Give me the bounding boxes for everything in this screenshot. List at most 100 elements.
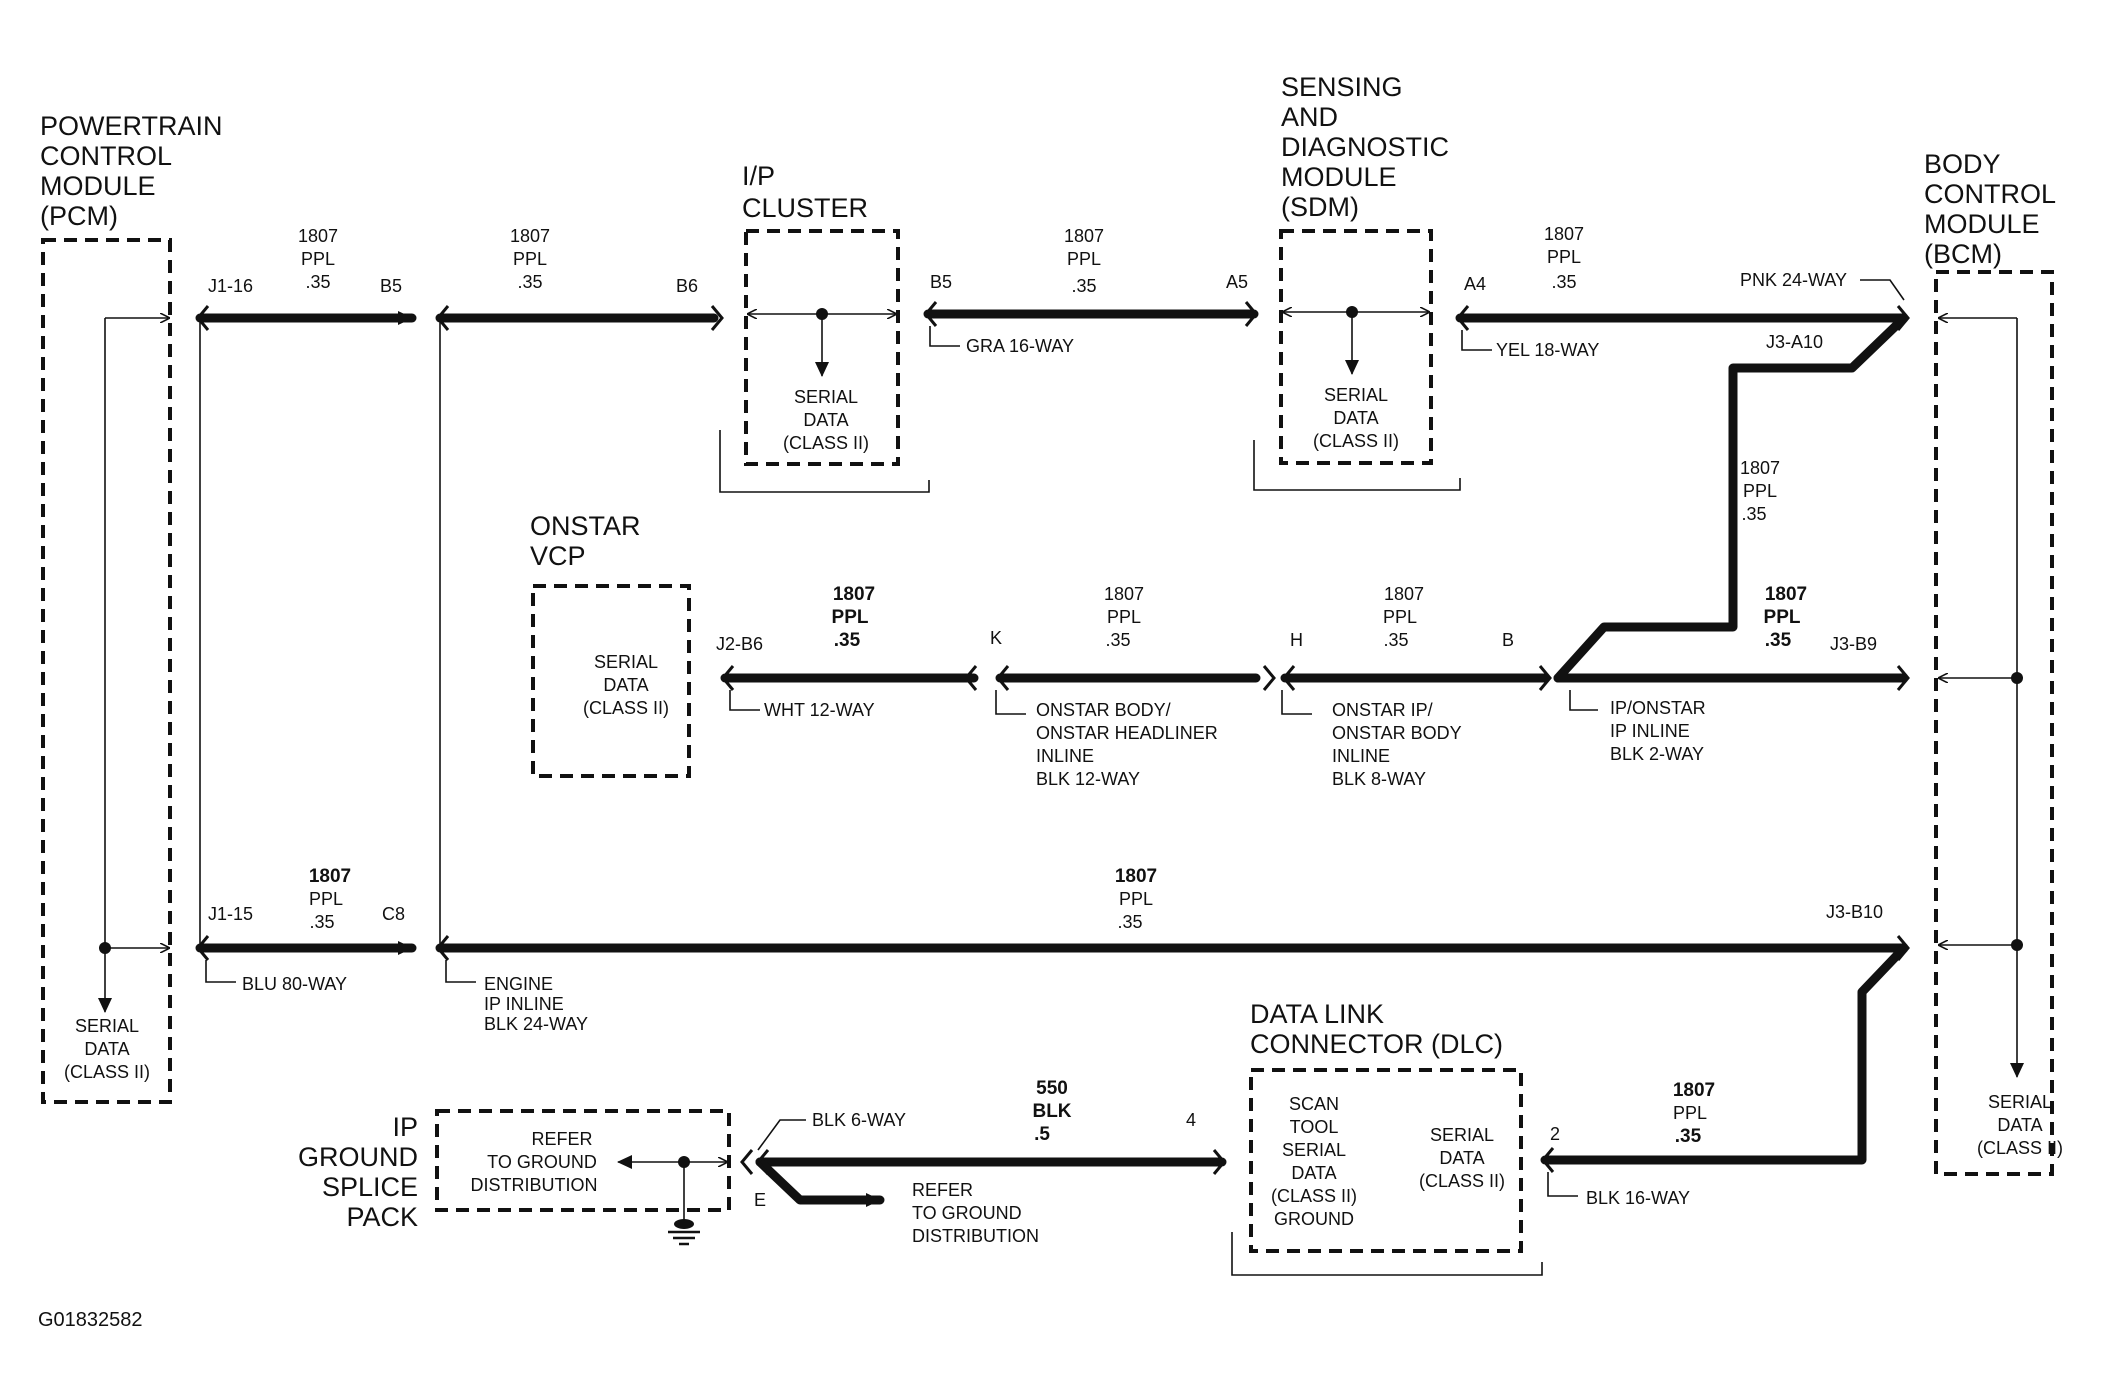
wire-bcm-to-dlc bbox=[1540, 943, 1909, 1165]
svg-text:PPL: PPL bbox=[1067, 249, 1101, 269]
svg-text:.35: .35 bbox=[834, 630, 861, 651]
sdm-box bbox=[1279, 229, 1433, 465]
svg-text:BLK 12-WAY: BLK 12-WAY bbox=[1036, 769, 1140, 789]
svg-text:PPL: PPL bbox=[301, 249, 335, 269]
svg-text:1807: 1807 bbox=[1115, 866, 1157, 887]
svg-text:INLINE: INLINE bbox=[1036, 746, 1094, 766]
svg-text:PPL: PPL bbox=[513, 249, 547, 269]
svg-text:.35: .35 bbox=[305, 272, 330, 292]
svg-text:ONSTAR BODY: ONSTAR BODY bbox=[1332, 723, 1462, 743]
svg-text:SERIAL: SERIAL bbox=[1988, 1092, 2052, 1112]
bcm-title: BODY CONTROL MODULE (BCM) bbox=[1924, 149, 2056, 269]
svg-text:1807: 1807 bbox=[298, 226, 338, 246]
svg-text:SERIAL: SERIAL bbox=[1282, 1140, 1346, 1160]
svg-text:1807: 1807 bbox=[1384, 584, 1424, 604]
svg-text:CONTROL: CONTROL bbox=[40, 141, 172, 171]
pcm-serial-data-label: SERIAL DATA (CLASS II) bbox=[64, 1016, 150, 1082]
wire-label-main-bottom: 1807 PPL .35 bbox=[1115, 866, 1157, 932]
wire-label-pcm-top: 1807 PPL .35 bbox=[298, 226, 338, 292]
svg-text:BLK 16-WAY: BLK 16-WAY bbox=[1586, 1188, 1690, 1208]
svg-text:BLK: BLK bbox=[1032, 1101, 1071, 1122]
svg-text:PPL: PPL bbox=[1764, 607, 1801, 628]
svg-text:J2-B6: J2-B6 bbox=[716, 634, 763, 654]
svg-text:.35: .35 bbox=[1105, 630, 1130, 650]
svg-text:IP/ONSTAR: IP/ONSTAR bbox=[1610, 698, 1706, 718]
svg-text:DATA: DATA bbox=[1997, 1115, 2042, 1135]
wire-label-pcm-bottom: 1807 PPL .35 bbox=[309, 866, 351, 932]
svg-text:CONTROL: CONTROL bbox=[1924, 179, 2056, 209]
svg-text:PPL: PPL bbox=[1673, 1103, 1707, 1123]
svg-text:BLU 80-WAY: BLU 80-WAY bbox=[242, 974, 347, 994]
svg-text:CONNECTOR (DLC): CONNECTOR (DLC) bbox=[1250, 1029, 1503, 1059]
housing-brackets bbox=[199, 320, 1543, 1276]
svg-text:ONSTAR IP/: ONSTAR IP/ bbox=[1332, 700, 1433, 720]
wire-label-onstar-k: 1807 PPL .35 bbox=[1104, 584, 1144, 650]
svg-text:.35: .35 bbox=[1765, 630, 1792, 651]
svg-text:MODULE: MODULE bbox=[1924, 209, 2040, 239]
svg-text:PPL: PPL bbox=[1383, 607, 1417, 627]
dlc-serial-data-label: SERIAL DATA (CLASS II) bbox=[1419, 1125, 1505, 1191]
dlc-scan-tool-label: SCAN TOOL SERIAL DATA (CLASS II) GROUND bbox=[1271, 1094, 1357, 1229]
svg-text:MODULE: MODULE bbox=[40, 171, 156, 201]
svg-text:.35: .35 bbox=[1071, 276, 1096, 296]
svg-text:BLK 2-WAY: BLK 2-WAY bbox=[1610, 744, 1704, 764]
svg-text:REFER: REFER bbox=[531, 1129, 592, 1149]
svg-text:PNK 24-WAY: PNK 24-WAY bbox=[1740, 270, 1847, 290]
onstar-serial-data-label: SERIAL DATA (CLASS II) bbox=[583, 652, 669, 718]
svg-text:B5: B5 bbox=[930, 272, 952, 292]
svg-text:PPL: PPL bbox=[1743, 481, 1777, 501]
ground-box-internal-lines bbox=[617, 1155, 726, 1218]
connector-descriptions: GRA 16-WAY YEL 18-WAY PNK 24-WAY WHT 12-… bbox=[242, 270, 1847, 1208]
svg-text:(CLASS II): (CLASS II) bbox=[1419, 1171, 1505, 1191]
svg-text:TO GROUND: TO GROUND bbox=[912, 1203, 1022, 1223]
wire-label-vertical-bcm: 1807 PPL .35 bbox=[1740, 458, 1780, 524]
svg-text:DISTRIBUTION: DISTRIBUTION bbox=[912, 1226, 1039, 1246]
svg-text:IP: IP bbox=[392, 1112, 418, 1142]
svg-text:J1-15: J1-15 bbox=[208, 904, 253, 924]
svg-text:J3-A10: J3-A10 bbox=[1766, 332, 1823, 352]
svg-text:PACK: PACK bbox=[346, 1202, 418, 1232]
svg-text:AND: AND bbox=[1281, 102, 1338, 132]
svg-text:(PCM): (PCM) bbox=[40, 201, 118, 231]
onstar-box bbox=[531, 584, 691, 778]
wire-label-onstar-j2: 1807 PPL .35 bbox=[832, 584, 876, 651]
wire-label-550-blk: 550 BLK .5 bbox=[1032, 1078, 1071, 1145]
wire-label-bcm-b9: 1807 PPL .35 bbox=[1764, 584, 1808, 651]
svg-text:1807: 1807 bbox=[1673, 1080, 1715, 1101]
wire-label-onstar-h: 1807 PPL .35 bbox=[1383, 584, 1424, 650]
svg-text:GRA 16-WAY: GRA 16-WAY bbox=[966, 336, 1074, 356]
svg-text:J1-16: J1-16 bbox=[208, 276, 253, 296]
svg-text:DISTRIBUTION: DISTRIBUTION bbox=[470, 1175, 597, 1195]
svg-text:.35: .35 bbox=[1675, 1126, 1702, 1147]
svg-text:1807: 1807 bbox=[1765, 584, 1807, 605]
wire-label-cluster-sdm: 1807 PPL .35 bbox=[1064, 226, 1104, 296]
svg-text:VCP: VCP bbox=[530, 541, 586, 571]
svg-text:(CLASS II): (CLASS II) bbox=[583, 698, 669, 718]
svg-text:BODY: BODY bbox=[1924, 149, 2001, 179]
svg-text:POWERTRAIN: POWERTRAIN bbox=[40, 111, 223, 141]
pcm-title: POWERTRAIN CONTROL MODULE (PCM) bbox=[40, 111, 223, 231]
pcm-internal-lines bbox=[98, 318, 168, 1013]
svg-text:PPL: PPL bbox=[1547, 247, 1581, 267]
connector-chevrons bbox=[196, 301, 1910, 1175]
svg-text:.35: .35 bbox=[1117, 912, 1142, 932]
ip-cluster-internal-lines bbox=[749, 308, 895, 377]
wire-label-sdm-bcm: 1807 PPL .35 bbox=[1544, 224, 1584, 292]
svg-text:.35: .35 bbox=[517, 272, 542, 292]
svg-text:B6: B6 bbox=[676, 276, 698, 296]
ip-ground-title: IP GROUND SPLICE PACK bbox=[298, 1112, 418, 1232]
svg-text:I/P: I/P bbox=[742, 161, 775, 191]
svg-text:.35: .35 bbox=[309, 912, 334, 932]
svg-text:BLK 24-WAY: BLK 24-WAY bbox=[484, 1014, 588, 1034]
wire-ground-distribution bbox=[755, 1157, 885, 1207]
svg-text:TOOL: TOOL bbox=[1290, 1117, 1339, 1137]
svg-text:ONSTAR HEADLINER: ONSTAR HEADLINER bbox=[1036, 723, 1218, 743]
svg-text:REFER: REFER bbox=[912, 1180, 973, 1200]
svg-text:1807: 1807 bbox=[1544, 224, 1584, 244]
svg-text:SERIAL: SERIAL bbox=[794, 387, 858, 407]
svg-text:1807: 1807 bbox=[833, 584, 875, 605]
ground-box-refer-label: REFER TO GROUND DISTRIBUTION bbox=[470, 1129, 597, 1195]
svg-text:2: 2 bbox=[1550, 1124, 1560, 1144]
svg-text:GROUND: GROUND bbox=[1274, 1209, 1354, 1229]
ip-cluster-title: I/P CLUSTER bbox=[742, 161, 868, 223]
